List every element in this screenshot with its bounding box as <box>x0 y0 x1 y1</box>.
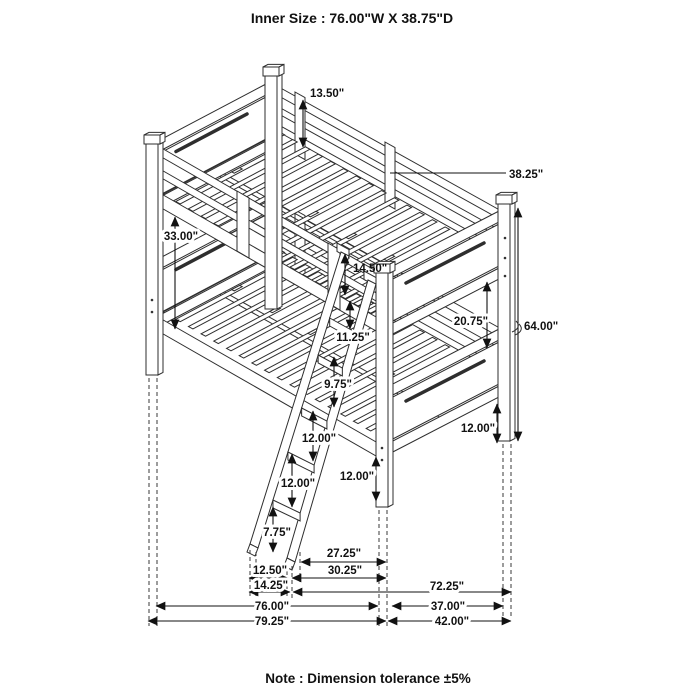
dim-ladder-width-outer-label: 14.25" <box>254 580 288 592</box>
ladder-rung <box>329 317 354 340</box>
slat-bracket <box>344 232 358 240</box>
dim-side-overall-depth-label: 42.00" <box>435 616 469 628</box>
dim-front-leg-clearance-label: 12.00" <box>340 471 374 483</box>
upper-headboard <box>157 83 267 210</box>
slat-bracket <box>383 254 396 262</box>
slat-bracket <box>230 284 244 292</box>
dim-slat-depth-label: 38.25" <box>509 169 543 181</box>
upper-footboard <box>386 210 500 338</box>
dim-ladder-hook-label: 14.50" <box>353 263 387 275</box>
dim-ladder-step3-label: 12.00" <box>302 433 336 445</box>
tolerance-note: Note : Dimension tolerance ±5% <box>265 671 470 686</box>
dim-ladder-step5-label: 7.75" <box>263 527 291 539</box>
dim-ladder-step2-label: 9.75" <box>324 379 352 391</box>
dim-overall-height-label: 64.00" <box>524 321 558 333</box>
dim-ladder-step1-label: 11.25" <box>336 332 370 344</box>
slat-bracket <box>230 167 244 174</box>
dim-side-inner-depth-label: 37.00" <box>431 601 465 613</box>
dimension-labels: 13.50" 38.25" 33.00" 14.50" 11.25" 9.75"… <box>161 88 558 631</box>
dim-base-span-right-label: 72.25" <box>430 581 464 593</box>
dim-overall-width-label: 79.25" <box>255 616 289 628</box>
dim-guard-rail-height-label: 13.50" <box>310 88 344 100</box>
bed-posts <box>143 63 518 508</box>
dim-ladder-base-span-label: 30.25" <box>328 565 362 577</box>
dim-ladder-width-inner-label: 12.50" <box>253 565 287 577</box>
dim-ladder-reach-label: 27.25" <box>327 548 361 560</box>
slat-bracket <box>306 210 320 218</box>
dim-bunk-gap-label: 33.00" <box>164 231 198 243</box>
dim-inner-width-label: 76.00" <box>255 601 289 613</box>
inner-size-title: Inner Size : 76.00"W X 38.75"D <box>251 10 453 26</box>
ladder-rung <box>272 499 301 522</box>
dimension-annotations <box>147 99 523 626</box>
dim-ladder-step4-label: 12.00" <box>281 478 315 490</box>
dim-footboard-gap-label: 20.75" <box>454 316 488 328</box>
dim-back-leg-clearance-label: 12.00" <box>461 423 495 435</box>
